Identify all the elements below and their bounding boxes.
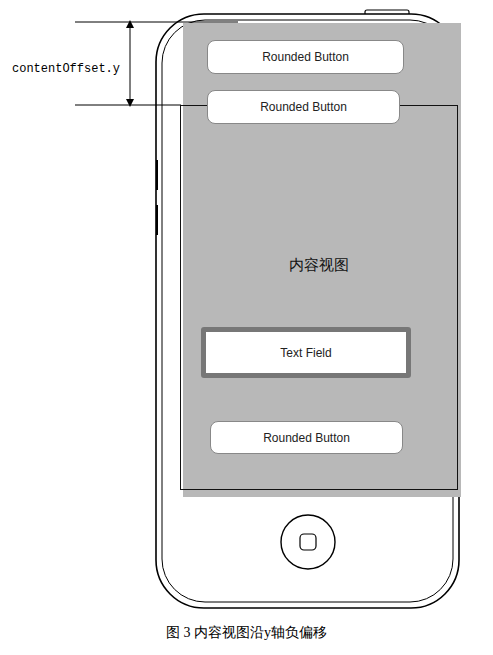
text-field: Text Field	[201, 327, 411, 378]
button-label: Rounded Button	[263, 431, 350, 445]
dimension-label: contentOffset.y	[12, 62, 120, 76]
button-label: Rounded Button	[260, 100, 347, 114]
button-label: Rounded Button	[262, 50, 349, 64]
figure-caption: 图 3 内容视图沿y轴负偏移	[0, 624, 493, 642]
content-view: 内容视图 Text FieldRounded Button	[180, 105, 458, 490]
view-title: 内容视图	[181, 256, 457, 275]
rounded-button: Rounded Button	[207, 90, 400, 124]
rounded-button: Rounded Button	[207, 40, 404, 74]
rounded-button: Rounded Button	[210, 421, 403, 454]
button-label: Text Field	[280, 346, 331, 360]
